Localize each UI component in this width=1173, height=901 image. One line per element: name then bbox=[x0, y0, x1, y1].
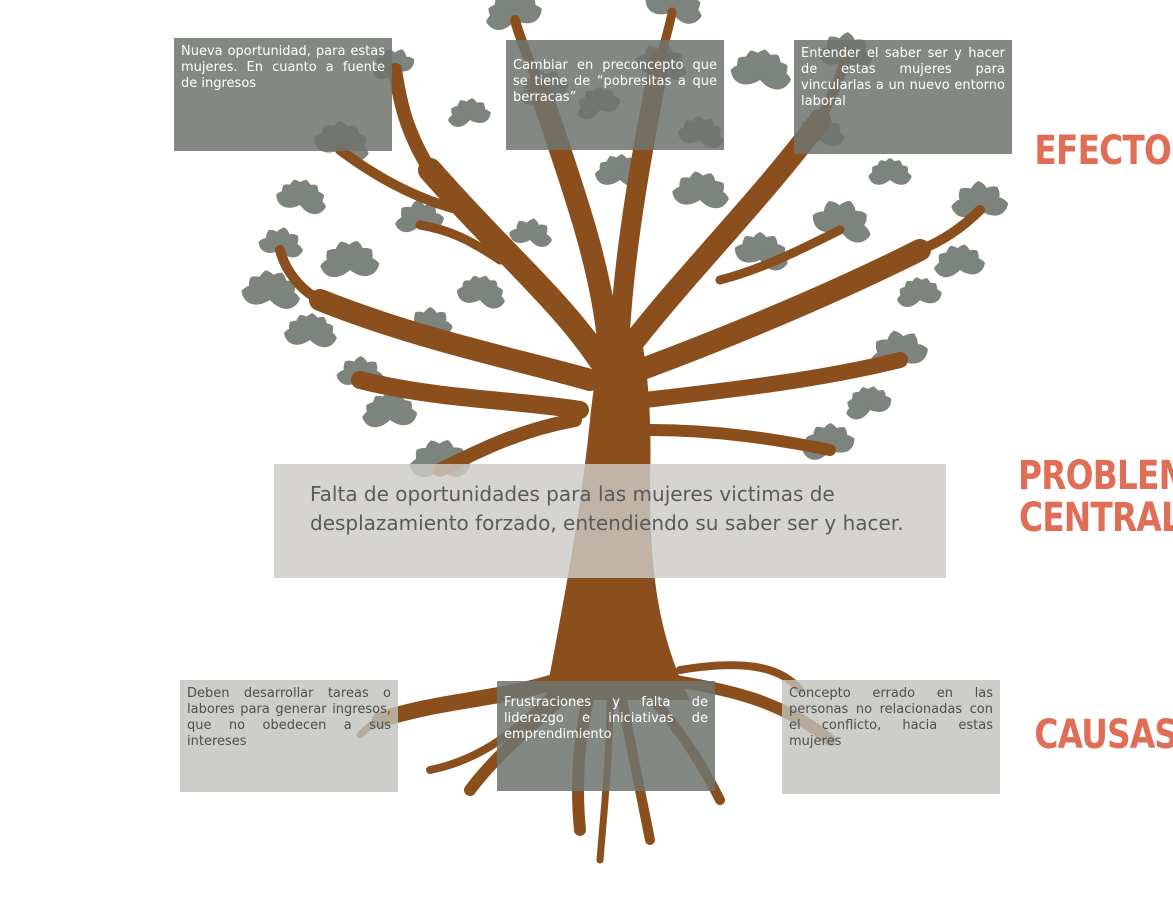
branch bbox=[644, 424, 836, 456]
label-causas-text: CAUSAS bbox=[1034, 712, 1173, 758]
leaf bbox=[470, 108, 491, 123]
effect-text-2: Cambiar en preconcepto que se tiene de “… bbox=[513, 58, 717, 105]
label-problema-line2: CENTRAL bbox=[1018, 495, 1173, 541]
leaf bbox=[270, 289, 300, 309]
branch bbox=[335, 145, 465, 215]
leaf bbox=[480, 292, 505, 309]
leaf bbox=[760, 69, 791, 90]
central-problem-box: Falta de oportunidades para las mujeres … bbox=[274, 464, 946, 578]
branch bbox=[715, 225, 845, 285]
cause-box-1: Deben desarrollar tareas o labores para … bbox=[180, 680, 398, 792]
effect-box-3: Entender el saber ser y hacer de estas m… bbox=[794, 40, 1012, 154]
central-problem-text: Falta de oportunidades para las mujeres … bbox=[310, 482, 904, 535]
label-efectos: EFECTOS bbox=[1034, 128, 1173, 174]
leaf bbox=[980, 197, 1009, 216]
leaf bbox=[700, 190, 729, 209]
label-efectos-text: EFECTOS bbox=[1034, 128, 1173, 174]
effect-box-2: Cambiar en preconcepto que se tiene de “… bbox=[506, 40, 724, 150]
cause-text-3: Concepto errado en las personas no relac… bbox=[789, 686, 993, 749]
effect-text-1: Nueva oportunidad, para estas mujeres. E… bbox=[181, 44, 385, 91]
branch bbox=[351, 371, 589, 419]
cause-text-1: Deben desarrollar tareas o labores para … bbox=[187, 686, 391, 749]
branch bbox=[637, 352, 908, 408]
leaf bbox=[920, 288, 942, 304]
leaf bbox=[672, 4, 702, 24]
leaf bbox=[515, 4, 542, 24]
branch bbox=[275, 245, 325, 305]
branch bbox=[915, 205, 985, 255]
branch bbox=[415, 220, 505, 265]
leaf bbox=[870, 395, 892, 412]
branch bbox=[309, 289, 601, 391]
leaf bbox=[830, 434, 855, 453]
branch bbox=[629, 239, 931, 381]
label-causas: CAUSAS bbox=[1034, 712, 1173, 758]
leaf bbox=[960, 257, 985, 275]
branch bbox=[433, 413, 582, 477]
leaf bbox=[390, 407, 418, 426]
leaf bbox=[840, 222, 871, 243]
cause-box-3: Concepto errado en las personas no relac… bbox=[782, 680, 1000, 794]
cause-text-2: Frustraciones y falta de liderazgo e ini… bbox=[504, 695, 708, 742]
effect-box-1: Nueva oportunidad, para estas mujeres. E… bbox=[174, 38, 392, 151]
leaf bbox=[530, 233, 552, 247]
branch bbox=[388, 63, 437, 177]
branch bbox=[418, 158, 612, 372]
leaf bbox=[310, 330, 337, 348]
leaf bbox=[300, 197, 326, 215]
cause-box-2: Frustraciones y falta de liderazgo e ini… bbox=[497, 681, 715, 791]
effect-text-3: Entender el saber ser y hacer de estas m… bbox=[801, 46, 1005, 109]
leaf bbox=[350, 257, 380, 277]
label-problema-central: PROBLEMA CENTRAL bbox=[1018, 455, 1173, 539]
label-problema-line1: PROBLEMA bbox=[1018, 453, 1173, 499]
leaf bbox=[890, 170, 912, 185]
